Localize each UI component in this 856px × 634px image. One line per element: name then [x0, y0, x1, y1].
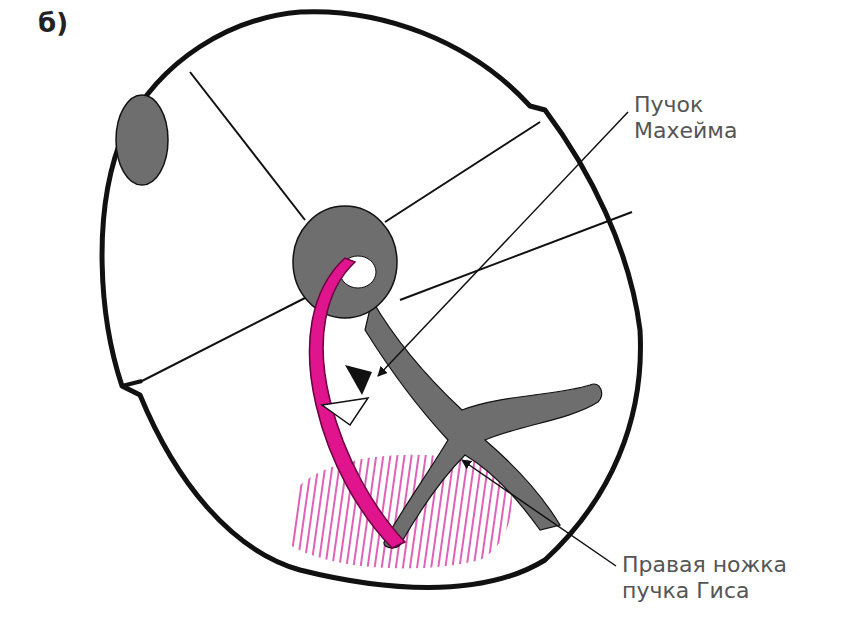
callout-label: Правая ножка пучка Гиса: [622, 552, 792, 604]
panel-letter: б): [38, 10, 98, 36]
leader-line: [462, 460, 616, 566]
his-bundle: [365, 300, 602, 548]
mahaim-fiber: [309, 258, 405, 548]
heart-outline: [102, 12, 640, 588]
leader-line: [378, 112, 628, 376]
callout-label: Пучок Махейма: [634, 92, 754, 144]
black-arrow: [345, 365, 372, 395]
white-arrow: [322, 398, 368, 425]
sinus-node: [116, 95, 168, 185]
